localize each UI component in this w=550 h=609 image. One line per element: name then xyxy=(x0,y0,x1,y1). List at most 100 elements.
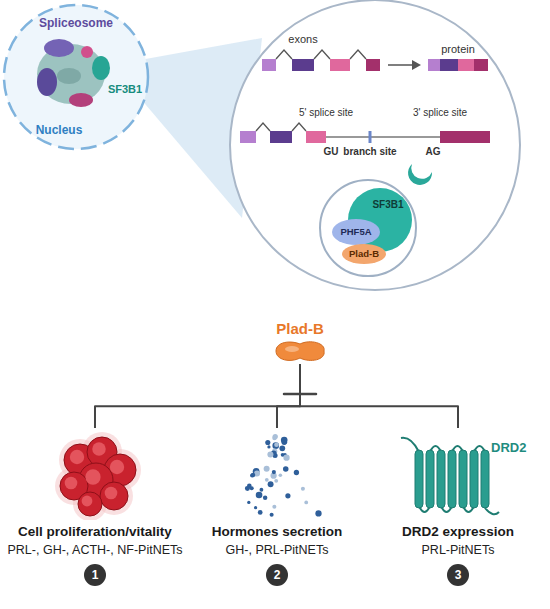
drawing-part xyxy=(104,454,136,486)
drawing-part xyxy=(426,450,434,508)
drawing-part xyxy=(272,505,276,509)
drawing-part xyxy=(470,450,478,508)
pladb-molecule xyxy=(276,342,324,361)
item-text: GH-, PRL-PitNETs xyxy=(226,543,329,558)
drawing-part xyxy=(428,59,440,71)
outcome-icon xyxy=(393,428,523,520)
drawing-part xyxy=(272,449,277,454)
drawing-part xyxy=(268,481,274,487)
icon-wrap xyxy=(222,428,332,520)
drawing-part xyxy=(292,59,314,71)
drawing-part xyxy=(481,450,489,508)
callout-number: 2 xyxy=(266,564,288,586)
drawing-part xyxy=(73,487,107,520)
drawing-part xyxy=(44,39,74,57)
drawing-part xyxy=(294,470,299,475)
drawing-part xyxy=(270,513,274,517)
drawing-part xyxy=(285,493,290,498)
drawing-part xyxy=(485,508,499,514)
drawing-part xyxy=(256,123,270,131)
drawing-part xyxy=(264,466,270,472)
drawing-part xyxy=(306,131,326,143)
drawing-part xyxy=(85,469,100,484)
drawing-part xyxy=(247,501,250,504)
outcome-item: Hormones secretionGH-, PRL-PitNETs2 xyxy=(212,428,343,586)
drawing-part xyxy=(283,440,287,444)
drawing-part xyxy=(283,454,289,460)
drawing-part xyxy=(92,442,106,456)
drawing-part xyxy=(270,131,292,143)
drawing-part xyxy=(87,437,117,467)
part-label: protein xyxy=(441,43,475,56)
outcome-item: DRD2DRD2 expressionPRL-PitNETs3 xyxy=(391,428,525,586)
drawing-part xyxy=(70,450,84,464)
drawing-part xyxy=(272,470,276,474)
drawing-part xyxy=(276,50,292,59)
callout-number: 1 xyxy=(84,564,106,586)
receptor-helices xyxy=(401,438,499,514)
zoom-inset xyxy=(320,180,416,276)
drawing-part xyxy=(281,437,288,444)
item-text: Cell proliferation/vitality xyxy=(18,524,172,540)
node-text: SF3B1 xyxy=(108,83,142,96)
drawing-part xyxy=(60,472,88,500)
drawing-part xyxy=(59,439,101,481)
drawing-part xyxy=(245,434,322,517)
outcome-icon xyxy=(270,338,330,364)
icon-wrap xyxy=(270,338,330,364)
part-label: GU xyxy=(324,146,339,158)
inhibitor-molecule: Plad-B xyxy=(270,316,330,364)
drawing-part xyxy=(265,440,270,445)
part-label: exons xyxy=(288,33,317,46)
drawing-part xyxy=(459,450,467,508)
drawing-part xyxy=(240,131,256,143)
drawing-part xyxy=(267,445,270,448)
part-label: branch site xyxy=(343,146,396,158)
drawing-part xyxy=(388,64,414,66)
item-text: Plad-B xyxy=(276,320,324,338)
pre-mrna-row xyxy=(262,50,488,71)
item-text: PRL-PitNETs xyxy=(422,543,495,558)
drawing-part xyxy=(283,466,289,472)
drawing-part xyxy=(69,93,93,107)
drawing-part xyxy=(440,131,490,143)
drawing-part xyxy=(95,477,133,515)
drawing-part xyxy=(281,440,286,445)
inhibition-connector xyxy=(277,364,300,428)
part-label: AG xyxy=(426,146,441,158)
icon-wrap xyxy=(40,428,150,520)
node-text: Spliceosome xyxy=(39,16,113,30)
drawing-part xyxy=(65,477,78,490)
nucleus-outline xyxy=(4,5,148,149)
drawing-part xyxy=(314,50,330,59)
drawing-part xyxy=(401,438,485,512)
sf3b1-shape xyxy=(348,188,412,252)
drawing-part xyxy=(55,432,141,520)
item-text: DRD2 expression xyxy=(402,524,514,540)
drawing-part xyxy=(82,432,122,472)
zoom-inset-circle-shape xyxy=(318,178,418,278)
outcome-icon xyxy=(222,428,332,520)
drawing-part xyxy=(301,487,305,491)
outcome-icon xyxy=(40,428,150,520)
receptor-label: DRD2 xyxy=(491,440,526,456)
drawing-part xyxy=(250,486,254,490)
drawing-part xyxy=(247,484,252,489)
drawing-part xyxy=(330,59,350,71)
drawing-part xyxy=(279,445,285,451)
drawing-part xyxy=(440,59,458,71)
drawing-part xyxy=(274,442,279,447)
drawing-part xyxy=(78,492,102,516)
drawing-part xyxy=(281,453,285,457)
drawing-part xyxy=(271,450,277,456)
drawing-part xyxy=(274,479,278,483)
drawing-part xyxy=(81,46,93,58)
inhibition-connector xyxy=(300,364,458,428)
drawing-part xyxy=(369,131,372,143)
drawing-part xyxy=(267,451,273,457)
drawing-part xyxy=(285,346,299,352)
